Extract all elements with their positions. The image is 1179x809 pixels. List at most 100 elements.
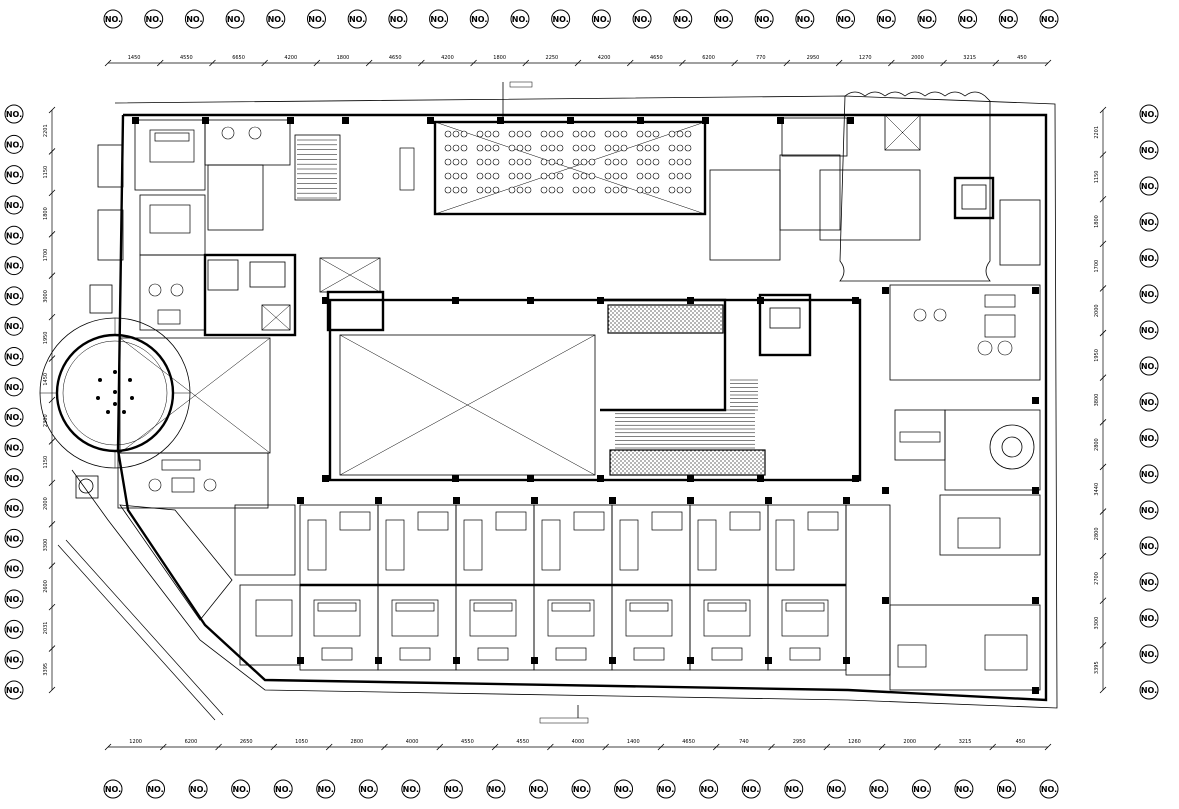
dimension-label: 3000 xyxy=(43,290,49,303)
grid-bubble-label: NO. xyxy=(1141,578,1157,587)
lounge-seating xyxy=(117,452,269,509)
dimension-label: 3395 xyxy=(1094,661,1100,674)
dimension-label: 740 xyxy=(739,739,749,745)
dimension-label: 1450 xyxy=(43,373,49,386)
lounge-diagonal xyxy=(119,337,271,454)
dimension-label: 2700 xyxy=(1094,572,1100,585)
grid-bubble-label: NO. xyxy=(530,785,546,794)
grid-bubble-label: NO. xyxy=(6,565,22,574)
grid-bubble-label: NO. xyxy=(828,785,844,794)
dimension-label: 1800 xyxy=(493,55,506,61)
dimension-label: 2950 xyxy=(793,739,806,745)
left-wing-rooms xyxy=(134,119,297,337)
grid-bubble-label: NO. xyxy=(146,15,162,24)
grid-bubble-top: NO. xyxy=(1039,9,1059,29)
grid-bubble-bottom: NO. xyxy=(528,779,548,799)
dimension-label: 450 xyxy=(1017,55,1027,61)
dimension-label: 1200 xyxy=(129,739,142,745)
dimension-label: 6200 xyxy=(702,55,715,61)
grid-bubble-right: NO. xyxy=(1139,248,1159,268)
grid-bubble-left: NO. xyxy=(4,619,24,639)
dimension-label: 2250 xyxy=(546,55,559,61)
grid-bubble-right: NO. xyxy=(1139,500,1159,520)
grid-bubble-left: NO. xyxy=(4,680,24,700)
grid-bubble-label: NO. xyxy=(6,353,22,362)
grid-bubble-left: NO. xyxy=(4,589,24,609)
grid-bubble-left: NO. xyxy=(4,225,24,245)
grid-bubble-label: NO. xyxy=(715,15,731,24)
dimension-label: 3300 xyxy=(43,539,49,552)
grid-bubble-top: NO. xyxy=(510,9,530,29)
grid-bubble-label: NO. xyxy=(6,262,22,271)
dimension-label: 1150 xyxy=(43,456,49,469)
grid-bubble-label: NO. xyxy=(318,785,334,794)
grid-bubble-bottom: NO. xyxy=(614,779,634,799)
grid-bubble-label: NO. xyxy=(6,443,22,452)
dimension-label: 1150 xyxy=(1094,171,1100,184)
grid-bubble-label: NO. xyxy=(1041,785,1057,794)
dimension-label: 1270 xyxy=(859,55,872,61)
grid-bubble-top: NO. xyxy=(144,9,164,29)
grid-bubble-label: NO. xyxy=(6,595,22,604)
grid-bubble-label: NO. xyxy=(1141,326,1157,335)
grid-bubble-top: NO. xyxy=(429,9,449,29)
top-grid-bubbles: NO. NO. NO. NO. NO. NO. NO. NO. NO. NO. NO. NO. NO. N… xyxy=(103,9,1059,29)
grid-bubble-left: NO. xyxy=(4,559,24,579)
grid-bubble-label: NO. xyxy=(6,656,22,665)
dimension-label: 1800 xyxy=(43,207,49,220)
grid-bubble-label: NO. xyxy=(700,785,716,794)
grid-bubble-label: NO. xyxy=(959,15,975,24)
grid-bubble-bottom: NO. xyxy=(869,779,889,799)
grid-bubble-label: NO. xyxy=(1141,362,1157,371)
grid-bubble-right: NO. xyxy=(1139,644,1159,664)
dimension-label: 4650 xyxy=(650,55,663,61)
dimension-label: 2000 xyxy=(43,497,49,510)
grid-bubble-label: NO. xyxy=(1141,650,1157,659)
dimension-label: 4200 xyxy=(441,55,454,61)
dimension-label: 2800 xyxy=(350,739,363,745)
left-dimension-line: 2201115018001700300019501450230011502000… xyxy=(43,106,56,694)
dimension-label: 2031 xyxy=(43,621,49,634)
grid-bubble-top: NO. xyxy=(673,9,693,29)
grid-bubble-left: NO. xyxy=(4,286,24,306)
dimension-label: 2000 xyxy=(903,739,916,745)
grid-bubble-left: NO. xyxy=(4,468,24,488)
dimension-label: 2950 xyxy=(807,55,820,61)
dimension-label: 2800 xyxy=(1094,527,1100,540)
dimension-label: 1950 xyxy=(43,331,49,344)
dimension-label: 1400 xyxy=(627,739,640,745)
dimension-label: 1150 xyxy=(43,166,49,179)
grid-bubble-label: NO. xyxy=(1141,182,1157,191)
dimension-label: 4550 xyxy=(516,739,529,745)
grid-bubble-top: NO. xyxy=(347,9,367,29)
dimension-label: 1700 xyxy=(1094,260,1100,273)
grid-bubble-right: NO. xyxy=(1139,536,1159,556)
grid-bubble-label: NO. xyxy=(552,15,568,24)
grid-bubble-label: NO. xyxy=(1141,146,1157,155)
grid-bubble-label: NO. xyxy=(837,15,853,24)
grid-bubble-left: NO. xyxy=(4,316,24,336)
grid-bubble-label: NO. xyxy=(6,625,22,634)
grid-bubble-label: NO. xyxy=(658,785,674,794)
grid-bubble-label: NO. xyxy=(1141,506,1157,515)
grid-bubble-bottom: NO. xyxy=(273,779,293,799)
grid-bubble-left: NO. xyxy=(4,437,24,457)
top-stair xyxy=(294,134,341,201)
structural-columns xyxy=(132,117,1039,694)
grid-bubble-left: NO. xyxy=(4,165,24,185)
grid-bubble-label: NO. xyxy=(268,15,284,24)
grid-bubble-label: NO. xyxy=(1000,15,1016,24)
dimension-label: 4550 xyxy=(461,739,474,745)
grid-bubble-top: NO. xyxy=(225,9,245,29)
dimension-label: 2201 xyxy=(1094,126,1100,139)
grid-bubble-label: NO. xyxy=(797,15,813,24)
grid-bubble-right: NO. xyxy=(1139,572,1159,592)
grid-bubble-bottom: NO. xyxy=(954,779,974,799)
grid-bubble-label: NO. xyxy=(1141,686,1157,695)
grid-bubble-top: NO. xyxy=(551,9,571,29)
grid-bubble-top: NO. xyxy=(184,9,204,29)
dimension-label: 3440 xyxy=(1094,483,1100,496)
grid-bubble-label: NO. xyxy=(1141,110,1157,119)
right-dimension-line: 2201115018001700200019503800280034402800… xyxy=(1094,106,1107,694)
